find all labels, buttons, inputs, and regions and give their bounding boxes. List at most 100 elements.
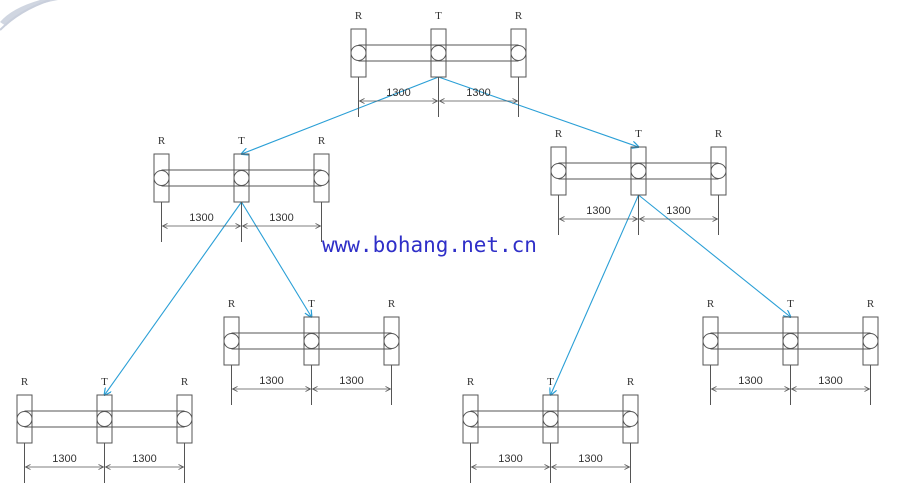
post-wheel-left (702, 333, 719, 349)
post-wheel-left (550, 163, 567, 179)
post-wheel-center (303, 333, 320, 349)
post-label-right: R (515, 10, 523, 22)
post-label-center: T (787, 298, 794, 310)
dimension-left-arrow-start (710, 386, 717, 392)
post-wheel-left (350, 45, 367, 61)
dimension-left-value: 1300 (189, 212, 213, 224)
post-wheel-right (383, 333, 400, 349)
relay-unit: R T R 1300 1300 (153, 135, 330, 242)
relay-unit: R T R 1300 1300 (702, 298, 879, 405)
dimension-left-value: 1300 (498, 453, 522, 465)
dimension-left-arrow-end (432, 98, 439, 104)
post-label-left: R (707, 298, 715, 310)
post-wheel-center (233, 170, 250, 186)
watermark-text: www.bohang.net.cn (322, 233, 537, 257)
edge-arrow (242, 76, 439, 154)
post-label-left: R (555, 128, 563, 140)
post-label-right: R (388, 298, 396, 310)
dimension-left-arrow-start (470, 464, 477, 470)
post-wheel-center (542, 411, 559, 427)
post-label-left: R (355, 10, 363, 22)
dimension-right-arrow-start (104, 464, 111, 470)
dimension-right-arrow-end (624, 464, 631, 470)
dimension-right-arrow-end (512, 98, 519, 104)
post-label-right: R (181, 376, 189, 388)
dimension-left-arrow-start (358, 98, 365, 104)
dimension-right-value: 1300 (666, 205, 690, 217)
dimension-left-arrow-end (98, 464, 105, 470)
dimension-left-arrow-start (24, 464, 31, 470)
post-label-right: R (715, 128, 723, 140)
post-label-center: T (101, 376, 108, 388)
post-label-right: R (318, 135, 326, 147)
dimension-left-arrow-end (632, 216, 639, 222)
dimension-left-value: 1300 (586, 205, 610, 217)
dimension-left-value: 1300 (52, 453, 76, 465)
dimension-right-arrow-start (550, 464, 557, 470)
post-wheel-right (176, 411, 193, 427)
post-label-left: R (467, 376, 475, 388)
post-label-center: T (635, 128, 642, 140)
dimension-right-arrow-start (790, 386, 797, 392)
post-wheel-center (96, 411, 113, 427)
dimension-left-arrow-start (558, 216, 565, 222)
post-label-left: R (158, 135, 166, 147)
dimension-left-value: 1300 (738, 375, 762, 387)
post-label-right: R (867, 298, 875, 310)
dimension-right-arrow-end (864, 386, 871, 392)
post-label-center: T (547, 376, 554, 388)
relay-unit: R T R 1300 1300 (16, 376, 193, 483)
dimension-right-arrow-end (315, 223, 322, 229)
dimension-left-value: 1300 (386, 87, 410, 99)
post-wheel-center (782, 333, 799, 349)
edge-arrow (551, 194, 640, 395)
post-label-left: R (228, 298, 236, 310)
post-wheel-right (862, 333, 879, 349)
dimension-right-arrow-start (638, 216, 645, 222)
dimension-right-value: 1300 (578, 453, 602, 465)
dimension-left-arrow-end (544, 464, 551, 470)
post-label-center: T (238, 135, 245, 147)
dimension-left-value: 1300 (259, 375, 283, 387)
dimension-right-arrow-end (712, 216, 719, 222)
edge-arrow (241, 201, 312, 317)
dimension-right-arrow-end (178, 464, 185, 470)
dimension-right-value: 1300 (269, 212, 293, 224)
post-wheel-right (622, 411, 639, 427)
post-wheel-right (510, 45, 527, 61)
post-wheel-right (710, 163, 727, 179)
relay-unit: R T R 1300 1300 (223, 298, 400, 405)
dimension-left-arrow-start (161, 223, 168, 229)
dimension-right-value: 1300 (818, 375, 842, 387)
edge-arrow (638, 194, 791, 317)
dimension-right-value: 1300 (132, 453, 156, 465)
dimension-right-value: 1300 (339, 375, 363, 387)
dimension-left-arrow-start (231, 386, 238, 392)
relay-unit: R T R 1300 1300 (550, 128, 727, 235)
edge-arrow (105, 201, 242, 395)
post-wheel-center (430, 45, 447, 61)
dimension-right-value: 1300 (466, 87, 490, 99)
dimension-left-arrow-end (784, 386, 791, 392)
post-wheel-right (313, 170, 330, 186)
corner-swoosh-line (0, 0, 51, 31)
dimension-right-arrow-start (311, 386, 318, 392)
post-label-left: R (21, 376, 29, 388)
dimension-left-arrow-end (235, 223, 242, 229)
edges-layer (105, 76, 791, 395)
post-label-center: T (308, 298, 315, 310)
dimension-right-arrow-end (385, 386, 392, 392)
post-wheel-left (153, 170, 170, 186)
post-wheel-center (630, 163, 647, 179)
post-wheel-left (223, 333, 240, 349)
post-label-center: T (435, 10, 442, 22)
dimension-right-arrow-start (241, 223, 248, 229)
edge-arrow (438, 76, 639, 147)
relay-unit: R T R 1300 1300 (350, 10, 527, 117)
post-wheel-left (16, 411, 33, 427)
post-wheel-left (462, 411, 479, 427)
dimension-left-arrow-end (305, 386, 312, 392)
